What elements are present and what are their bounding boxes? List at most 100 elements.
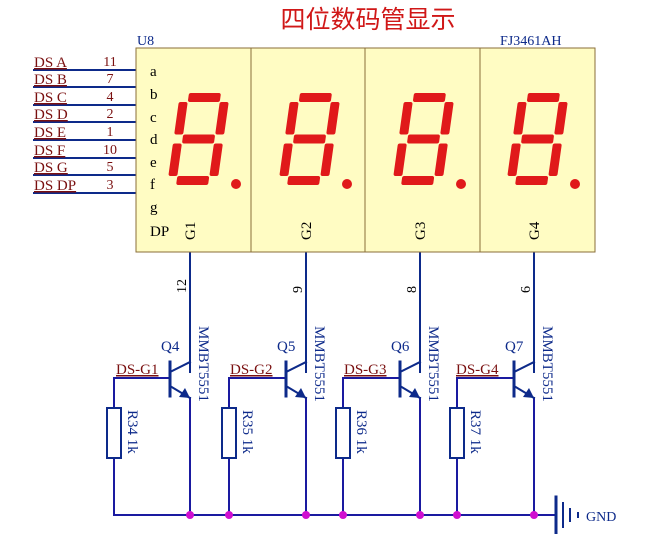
net-label-ds-g4: DS-G4 bbox=[456, 362, 499, 378]
segment-d bbox=[401, 176, 435, 185]
junction-dot bbox=[302, 511, 310, 519]
segment-f bbox=[174, 102, 188, 135]
pin-number-3: 3 bbox=[107, 178, 114, 193]
pin-number-4: 4 bbox=[107, 90, 114, 105]
net-label-ds_f: DS F bbox=[34, 143, 65, 159]
digit-pin-number-8: 8 bbox=[405, 286, 420, 293]
digit-label-g1: G1 bbox=[183, 222, 199, 240]
segment-d bbox=[176, 176, 210, 185]
segment-letter-f: f bbox=[150, 177, 155, 193]
resistor-body bbox=[335, 407, 351, 459]
transistor-label-q4: Q4 bbox=[161, 339, 180, 355]
emitter-arrow-icon bbox=[179, 388, 190, 398]
transistor-label-q7: Q7 bbox=[505, 339, 524, 355]
seven-segment-digit-2 bbox=[279, 93, 340, 185]
segment-letter-g: g bbox=[150, 200, 158, 216]
digit-pin-number-6: 6 bbox=[519, 286, 534, 293]
segment-f bbox=[399, 102, 413, 135]
segment-c bbox=[209, 143, 223, 176]
segment-f bbox=[285, 102, 299, 135]
segment-letter-DP: DP bbox=[150, 224, 169, 240]
pin-number-1: 1 bbox=[107, 125, 114, 140]
ground-label: GND bbox=[586, 510, 616, 525]
segment-a bbox=[187, 93, 221, 102]
segment-g bbox=[521, 134, 554, 144]
digit-label-g4: G4 bbox=[527, 221, 543, 240]
segment-letter-b: b bbox=[150, 87, 158, 103]
emitter-arrow-icon bbox=[295, 388, 306, 398]
segment-a bbox=[298, 93, 332, 102]
resistor-body bbox=[449, 407, 465, 459]
digit-pin-number-12: 12 bbox=[175, 279, 190, 293]
digit-pin-number-9: 9 bbox=[291, 286, 306, 293]
digit-label-g2: G2 bbox=[299, 222, 315, 240]
segment-letter-a: a bbox=[150, 64, 157, 80]
pin-number-5: 5 bbox=[107, 160, 114, 175]
transistor-model-q4: MMBT5551 bbox=[195, 326, 211, 402]
segment-e bbox=[168, 143, 182, 176]
net-label-ds_g: DS G bbox=[34, 160, 68, 176]
display-part-number: FJ3461AH bbox=[500, 34, 561, 49]
resistor-label-r37: R37 1k bbox=[467, 410, 483, 454]
component-layer bbox=[106, 47, 596, 534]
segment-letter-c: c bbox=[150, 110, 157, 126]
net-label-ds-g1: DS-G1 bbox=[116, 362, 159, 378]
transistor-collector bbox=[284, 360, 308, 374]
pin-number-11: 11 bbox=[103, 55, 116, 70]
wire-layer bbox=[33, 69, 557, 516]
segment-a bbox=[526, 93, 560, 102]
net-label-ds_e: DS E bbox=[34, 125, 66, 141]
seven-segment-digit-3 bbox=[393, 93, 454, 185]
decimal-point-1 bbox=[231, 179, 241, 189]
junction-dot bbox=[339, 511, 347, 519]
segment-g bbox=[182, 134, 215, 144]
transistor-model-q5: MMBT5551 bbox=[311, 326, 327, 402]
decimal-point-3 bbox=[456, 179, 466, 189]
segment-d bbox=[287, 176, 321, 185]
segment-e bbox=[393, 143, 407, 176]
segment-b bbox=[554, 102, 568, 135]
transistor-model-q6: MMBT5551 bbox=[425, 326, 441, 402]
transistor-collector bbox=[512, 360, 536, 374]
segment-b bbox=[326, 102, 340, 135]
resistor-label-r35: R35 1k bbox=[239, 410, 255, 454]
segment-c bbox=[548, 143, 562, 176]
display-designator: U8 bbox=[137, 34, 154, 49]
decimal-point-2 bbox=[342, 179, 352, 189]
seven-segment-digit-4 bbox=[507, 93, 568, 185]
transistor-collector bbox=[168, 360, 192, 374]
resistor-label-r34: R34 1k bbox=[124, 410, 140, 454]
junction-dot bbox=[225, 511, 233, 519]
segment-g bbox=[293, 134, 326, 144]
diagram-title: 四位数码管显示 bbox=[280, 6, 455, 34]
emitter-arrow-icon bbox=[523, 388, 534, 398]
resistor-label-r36: R36 1k bbox=[353, 410, 369, 454]
transistor-model-q7: MMBT5551 bbox=[539, 326, 555, 402]
digit-label-g3: G3 bbox=[413, 222, 429, 240]
pin-number-2: 2 bbox=[107, 107, 114, 122]
seven-segment-digit-1 bbox=[168, 93, 229, 185]
junction-dot bbox=[186, 511, 194, 519]
junction-dot bbox=[416, 511, 424, 519]
emitter-arrow-icon bbox=[409, 388, 420, 398]
segment-letter-e: e bbox=[150, 155, 157, 171]
junction-dot bbox=[453, 511, 461, 519]
segment-c bbox=[320, 143, 334, 176]
transistor-label-q6: Q6 bbox=[391, 339, 410, 355]
segment-b bbox=[215, 102, 229, 135]
net-label-ds_dp: DS DP bbox=[34, 178, 76, 194]
segment-e bbox=[279, 143, 293, 176]
decimal-point-4 bbox=[570, 179, 580, 189]
net-label-ds-g3: DS-G3 bbox=[344, 362, 387, 378]
segment-a bbox=[412, 93, 446, 102]
segment-c bbox=[434, 143, 448, 176]
segment-b bbox=[440, 102, 454, 135]
net-label-ds-g2: DS-G2 bbox=[230, 362, 273, 378]
segment-g bbox=[407, 134, 440, 144]
net-label-ds_b: DS B bbox=[34, 72, 67, 88]
transistor-collector bbox=[398, 360, 422, 374]
net-label-ds_a: DS A bbox=[34, 55, 67, 71]
junction-dot bbox=[530, 511, 538, 519]
